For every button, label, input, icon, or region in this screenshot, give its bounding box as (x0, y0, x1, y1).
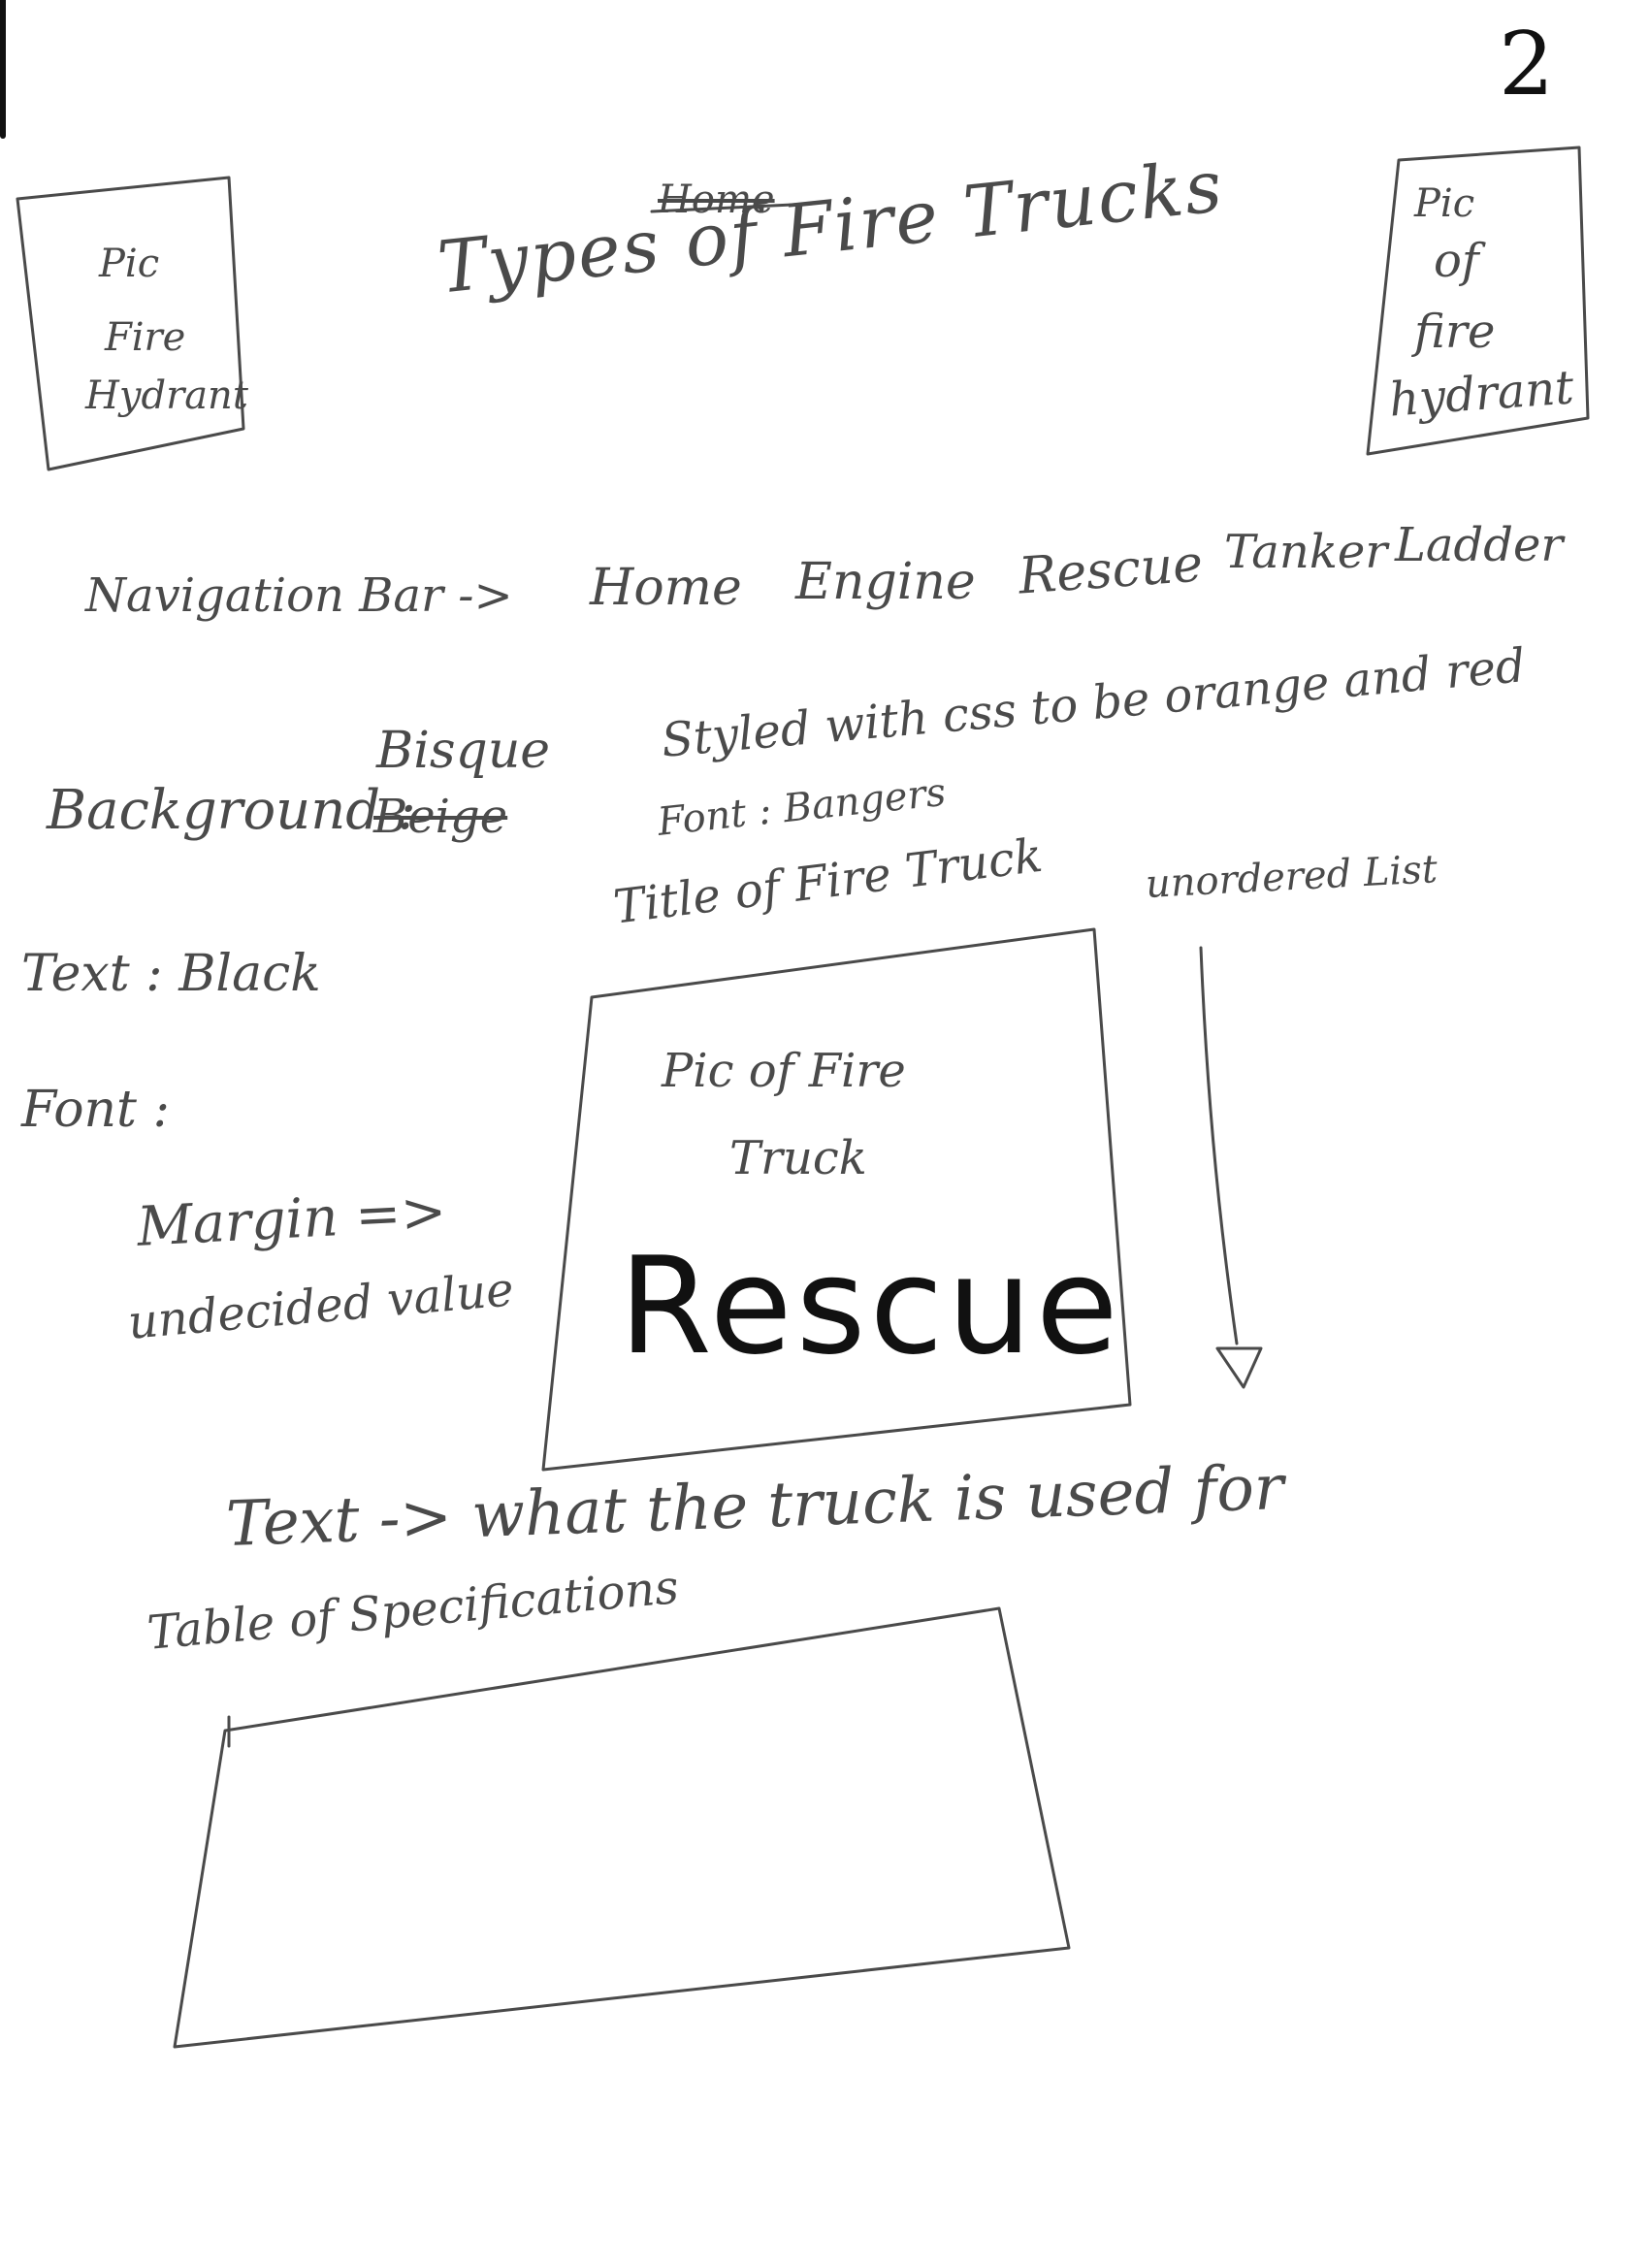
left-picture-line-2: Fire (105, 315, 186, 360)
home-strike-stroke (650, 202, 815, 213)
struck-home-word: Home (658, 178, 775, 222)
truck-picture-line-2: Truck (729, 1131, 867, 1185)
background-label: Background : (47, 779, 416, 842)
nav-item-ladder: Ladder (1395, 518, 1564, 572)
left-picture-line-1: Pic (99, 242, 160, 286)
page-number: 2 (1499, 14, 1555, 115)
nav-item-tanker: Tanker (1224, 525, 1388, 579)
truck-picture-line-1: Pic of Fire (662, 1044, 906, 1098)
right-picture-line-4: hydrant (1387, 360, 1576, 428)
background-value: Bisque (376, 722, 551, 780)
specifications-table-box (173, 1606, 1071, 2049)
margin-label: Margin => (135, 1180, 448, 1259)
background-struck-value: Beige (373, 790, 508, 844)
nav-item-rescue: Rescue (1017, 535, 1205, 606)
nav-item-home: Home (590, 559, 742, 617)
right-picture-line-2: of (1434, 234, 1479, 288)
left-picture-line-3: Hydrant (85, 373, 248, 418)
right-picture-line-3: fire (1414, 305, 1496, 359)
list-arrow-head (1215, 1346, 1263, 1389)
left-picture-box (16, 176, 245, 471)
font-note: Font : (21, 1081, 170, 1139)
truck-picture-box (541, 927, 1132, 1472)
text-color-note: Text : Black (21, 945, 321, 1003)
list-arrow-shaft (1199, 946, 1239, 1345)
nav-item-engine: Engine (795, 553, 976, 611)
navigation-bar-label: Navigation Bar -> (85, 568, 513, 623)
truck-name-rescue: Rescue (619, 1228, 1122, 1384)
right-picture-box (1366, 146, 1590, 456)
right-picture-line-1: Pic (1414, 181, 1475, 226)
